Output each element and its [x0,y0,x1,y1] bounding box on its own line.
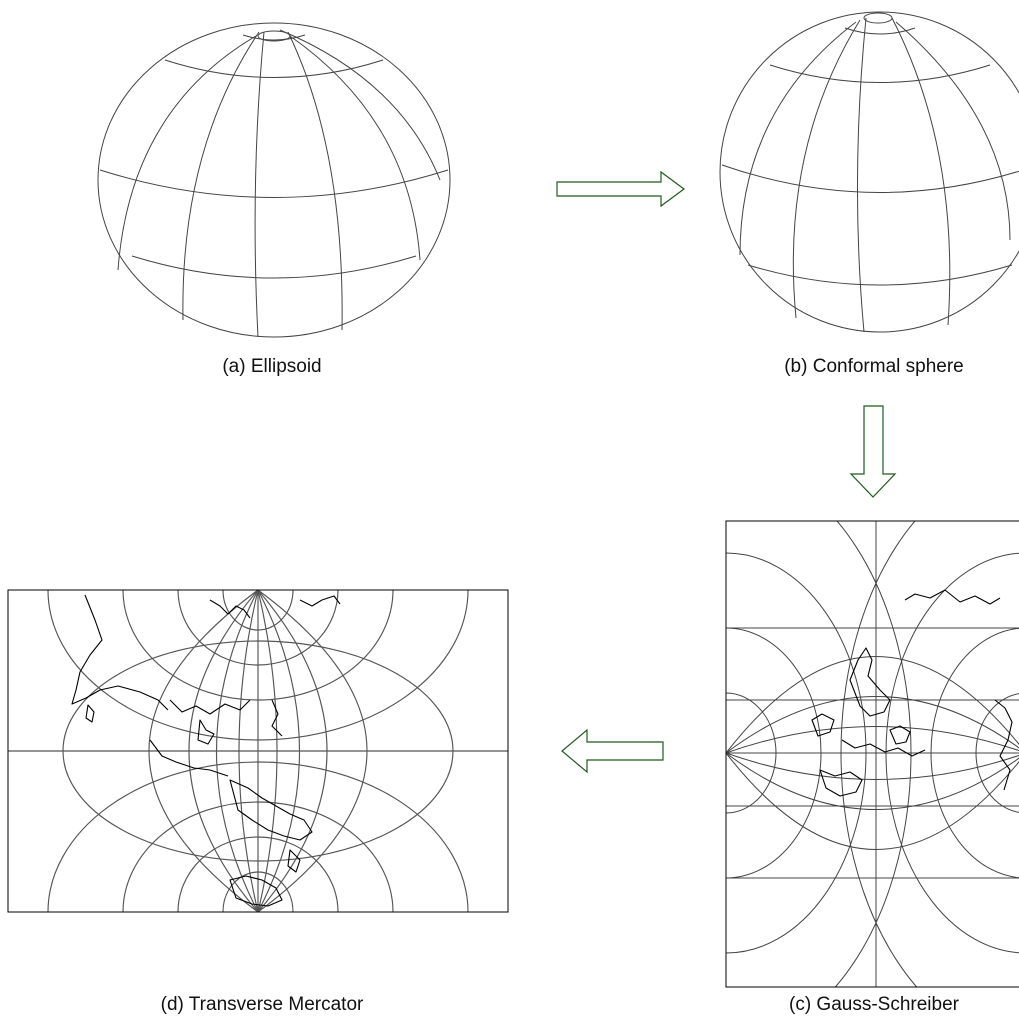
ellipsoid-globe [97,22,451,338]
transverse-mercator-map [7,589,509,913]
caption-d: (d) Transverse Mercator [161,994,364,1015]
gauss-schreiber-map [725,520,1019,988]
caption-c: (c) Gauss-Schreiber [789,994,960,1015]
caption-a: (a) Ellipsoid [222,356,321,377]
arrow-right [556,170,686,208]
caption-b: (b) Conformal sphere [784,356,964,377]
arrow-down [849,405,897,498]
arrow-left [561,728,664,774]
conformal-sphere [719,11,1019,333]
